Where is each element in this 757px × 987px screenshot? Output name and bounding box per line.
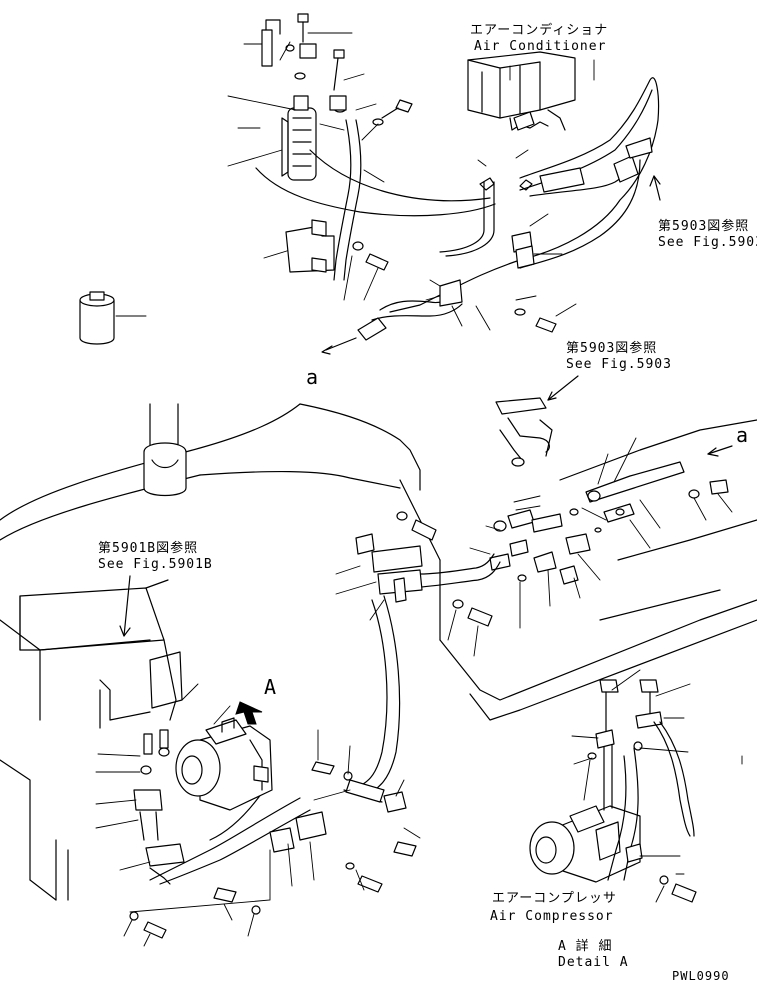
air-compressor-main [175, 717, 273, 811]
ref-arrow-5901b [123, 575, 131, 637]
compressor-label-en: Air Compressor [490, 909, 614, 924]
ref-5901b-en: See Fig.5901B [98, 557, 213, 572]
mid-fittings [489, 461, 729, 585]
center-leaders [95, 565, 479, 947]
mid-pipe-fitting [495, 397, 553, 467]
detail-a-label-en: Detail A [558, 955, 629, 970]
detail-leaders [571, 669, 691, 903]
canister-part [79, 291, 115, 345]
ref-arrow-top [653, 175, 661, 201]
center-brackets [129, 511, 493, 939]
ref-5903-jp-top: 第5903図参照 [658, 218, 749, 234]
ref-5903-jp-mid: 第5903図参照 [566, 340, 657, 356]
receiver-drier [281, 95, 317, 181]
detail-a-label-jp: A 詳 細 [558, 938, 612, 954]
top-bolts [261, 13, 533, 191]
view-arrow-icon [235, 701, 263, 725]
top-brackets [285, 111, 653, 333]
ref-5901b-jp: 第5901B図参照 [98, 540, 198, 556]
top-hoses [255, 77, 660, 355]
compressor-label-jp: エアーコンプレッサ [492, 891, 617, 906]
mid-leaders [469, 437, 733, 629]
air-conditioner-label-jp: エアーコンディショナ [470, 22, 608, 38]
marker-a-right: a [736, 423, 748, 447]
ref-5903-en-top: See Fig.5903 [658, 235, 757, 250]
marker-A: A [264, 675, 276, 699]
top-leader-lines [115, 32, 385, 317]
air-conditioner-unit [467, 51, 576, 131]
detail-a-compressor [529, 679, 697, 903]
exhaust-stack [143, 403, 187, 497]
ref-5903-en-mid: See Fig.5903 [566, 357, 672, 372]
machine-frame-outline [0, 403, 757, 765]
top-right-leaders [425, 59, 595, 331]
hood-block [0, 579, 183, 901]
a-arrow-right [707, 445, 733, 455]
marker-a-left: a [306, 365, 318, 389]
ref-arrow-mid [547, 375, 579, 401]
air-conditioner-label-en: Air Conditioner [474, 39, 606, 54]
drawing-code: PWL0990 [672, 969, 730, 982]
